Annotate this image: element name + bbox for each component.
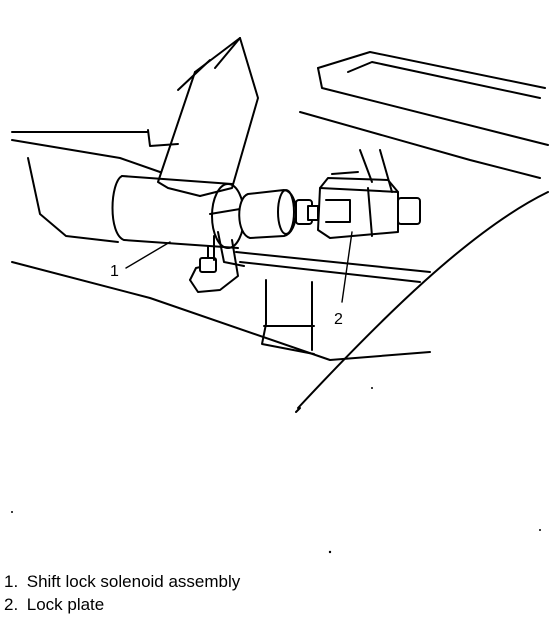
callout-1-leader xyxy=(125,241,171,269)
upper-console-panel xyxy=(299,51,549,179)
legend-item-2: 2. Lock plate xyxy=(4,593,544,616)
legend-text: Lock plate xyxy=(26,595,105,614)
callout-1-number: 1 xyxy=(110,263,119,280)
lower-rail xyxy=(235,251,431,355)
callout-2-number: 2 xyxy=(334,311,343,328)
callout-2-leader xyxy=(341,231,353,303)
legend-number: 1. xyxy=(4,572,19,591)
callout-2: 2 xyxy=(334,231,353,328)
solenoid-cylinder xyxy=(111,175,259,249)
mounting-bracket xyxy=(189,231,245,293)
legend-number: 2. xyxy=(4,595,19,614)
callout-1: 1 xyxy=(110,241,171,280)
legend-item-1: 1. Shift lock solenoid assembly xyxy=(4,570,544,593)
lock-plate-housing xyxy=(317,149,421,239)
left-body-panel xyxy=(11,129,179,243)
steering-column xyxy=(157,37,259,197)
floor-curve xyxy=(11,191,549,413)
legend: 1. Shift lock solenoid assembly 2. Lock … xyxy=(4,570,544,616)
print-specks xyxy=(11,387,541,554)
solenoid-plunger xyxy=(238,189,319,239)
legend-text: Shift lock solenoid assembly xyxy=(26,572,241,591)
